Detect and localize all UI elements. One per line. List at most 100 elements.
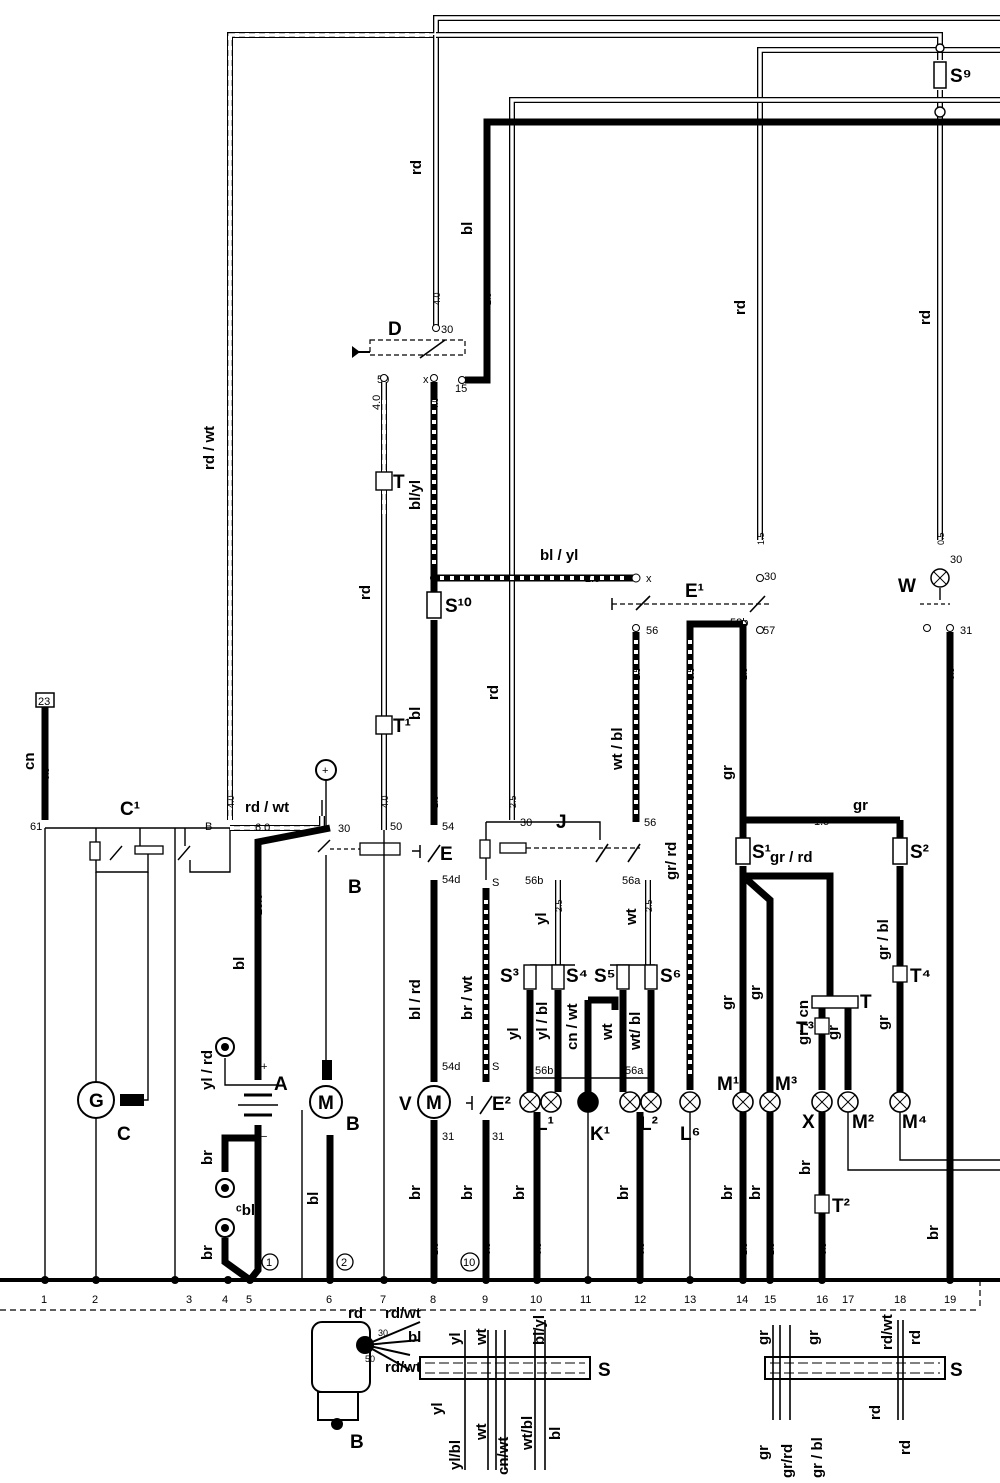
svg-text:S³: S³ bbox=[500, 966, 519, 987]
svg-text:6: 6 bbox=[326, 1294, 332, 1306]
svg-text:rd / wt: rd / wt bbox=[201, 426, 218, 470]
switch-e2[interactable]: E² S 31 bbox=[466, 1061, 511, 1143]
connector-t-right: T bbox=[811, 992, 872, 1013]
lamp-m1: M¹ bbox=[717, 1074, 754, 1113]
svg-text:−: − bbox=[261, 1131, 267, 1143]
svg-text:1.5: 1.5 bbox=[739, 1242, 749, 1255]
svg-text:15: 15 bbox=[764, 1294, 776, 1306]
svg-text:M: M bbox=[426, 1093, 442, 1114]
svg-text:4.0: 4.0 bbox=[430, 397, 440, 410]
svg-text:T¹: T¹ bbox=[393, 716, 411, 737]
svg-text:wt / bl: wt / bl bbox=[609, 728, 626, 772]
svg-text:rd: rd bbox=[917, 310, 934, 325]
connector-t-upper: T bbox=[375, 471, 405, 493]
svg-text:gr: gr bbox=[755, 1330, 772, 1345]
svg-text:2: 2 bbox=[341, 1257, 347, 1269]
svg-text:1: 1 bbox=[266, 1257, 272, 1269]
starter-switch-b[interactable]: B 50 bbox=[317, 821, 402, 898]
svg-text:30: 30 bbox=[520, 817, 532, 829]
svg-text:61: 61 bbox=[30, 821, 42, 833]
svg-text:2: 2 bbox=[92, 1294, 98, 1306]
svg-text:56b: 56b bbox=[535, 1065, 553, 1077]
svg-text:31: 31 bbox=[960, 625, 972, 637]
svg-text:S⁹: S⁹ bbox=[950, 66, 972, 87]
svg-text:A: A bbox=[274, 1074, 288, 1095]
svg-text:bl / rd: bl / rd bbox=[407, 979, 424, 1020]
svg-text:1.5: 1.5 bbox=[739, 667, 749, 680]
svg-text:ᶜbl: ᶜbl bbox=[236, 1202, 255, 1219]
svg-text:S⁶: S⁶ bbox=[660, 966, 681, 987]
svg-text:rd: rd bbox=[357, 585, 374, 600]
battery-a: A + − bbox=[238, 1061, 288, 1143]
svg-text:T: T bbox=[393, 472, 405, 493]
svg-text:56: 56 bbox=[644, 817, 656, 829]
svg-text:0.5: 0.5 bbox=[936, 532, 946, 545]
svg-text:2.5: 2.5 bbox=[508, 795, 518, 808]
svg-text:2.5: 2.5 bbox=[644, 899, 654, 912]
fuse-s3: S³ bbox=[500, 964, 537, 990]
svg-text:10: 10 bbox=[530, 1294, 542, 1306]
svg-text:4.0: 4.0 bbox=[371, 395, 383, 410]
svg-text:56a: 56a bbox=[622, 875, 641, 887]
svg-text:B: B bbox=[348, 877, 362, 898]
generator-g: G C bbox=[77, 1068, 149, 1145]
svg-text:wt: wt bbox=[599, 1023, 616, 1041]
svg-text:12: 12 bbox=[634, 1294, 646, 1306]
svg-text:rd: rd bbox=[897, 1440, 914, 1455]
lamp-m4: M⁴ bbox=[889, 1091, 927, 1133]
svg-text:13: 13 bbox=[684, 1294, 696, 1306]
svg-text:x: x bbox=[646, 573, 652, 585]
svg-text:rd/wt: rd/wt bbox=[385, 1359, 421, 1376]
svg-text:0.5: 0.5 bbox=[818, 1242, 828, 1255]
svg-text:E²: E² bbox=[492, 1094, 511, 1115]
svg-text:yl/bl: yl/bl bbox=[447, 1440, 464, 1470]
svg-text:57: 57 bbox=[763, 625, 775, 637]
svg-text:wt: wt bbox=[473, 1328, 490, 1346]
svg-text:bl: bl bbox=[547, 1427, 564, 1440]
svg-text:50: 50 bbox=[365, 1354, 375, 1364]
svg-text:+: + bbox=[261, 1061, 267, 1073]
svg-text:br: br bbox=[797, 1160, 814, 1175]
svg-text:4: 4 bbox=[222, 1294, 228, 1306]
svg-text:X: X bbox=[802, 1112, 815, 1133]
svg-text:gr/rd: gr/rd bbox=[779, 1444, 796, 1478]
starter-solenoid: + bbox=[315, 759, 337, 781]
svg-text:E: E bbox=[440, 844, 453, 865]
svg-text:9: 9 bbox=[482, 1294, 488, 1306]
svg-text:19: 19 bbox=[944, 1294, 956, 1306]
svg-text:14: 14 bbox=[736, 1294, 748, 1306]
svg-text:0.5: 0.5 bbox=[686, 667, 696, 680]
svg-text:T³: T³ bbox=[796, 1019, 814, 1040]
svg-text:2.5: 2.5 bbox=[632, 667, 642, 680]
svg-text:M³: M³ bbox=[775, 1074, 797, 1095]
svg-text:+: + bbox=[322, 765, 328, 777]
svg-text:56a: 56a bbox=[625, 1065, 644, 1077]
svg-text:1.5: 1.5 bbox=[766, 1242, 776, 1255]
svg-text:54d: 54d bbox=[442, 874, 460, 886]
fuse-s4: S⁴ bbox=[551, 964, 588, 990]
svg-text:gr: gr bbox=[755, 1445, 772, 1460]
svg-text:C¹: C¹ bbox=[120, 799, 140, 820]
svg-text:3: 3 bbox=[186, 1294, 192, 1306]
svg-text:50: 50 bbox=[390, 821, 402, 833]
svg-text:S: S bbox=[492, 877, 499, 889]
svg-text:br: br bbox=[407, 1185, 424, 1200]
switch-e[interactable]: E 54 54d bbox=[412, 821, 460, 886]
svg-text:rd: rd bbox=[867, 1405, 884, 1420]
connector-strip-right: S gr gr rd/wt rd gr gr/rd gr / bl rd rd bbox=[755, 1314, 963, 1478]
svg-text:G: G bbox=[89, 1091, 104, 1112]
svg-text:V: V bbox=[399, 1094, 412, 1115]
switch-w[interactable]: W 30 31 bbox=[898, 554, 972, 637]
svg-text:S²: S² bbox=[910, 842, 929, 863]
svg-text:M¹: M¹ bbox=[717, 1074, 739, 1095]
svg-text:31: 31 bbox=[442, 1131, 454, 1143]
ignition-switch-d[interactable]: D 30 50 x 15 bbox=[352, 319, 467, 395]
svg-text:bl/yl: bl/yl bbox=[531, 1315, 548, 1345]
indicator-k1: K¹ bbox=[577, 1091, 610, 1145]
svg-text:S¹⁰: S¹⁰ bbox=[445, 596, 472, 617]
svg-text:rd: rd bbox=[907, 1330, 924, 1345]
svg-text:yl: yl bbox=[505, 1027, 522, 1040]
connector-t1: T¹ bbox=[375, 715, 411, 737]
svg-text:br: br bbox=[615, 1185, 632, 1200]
